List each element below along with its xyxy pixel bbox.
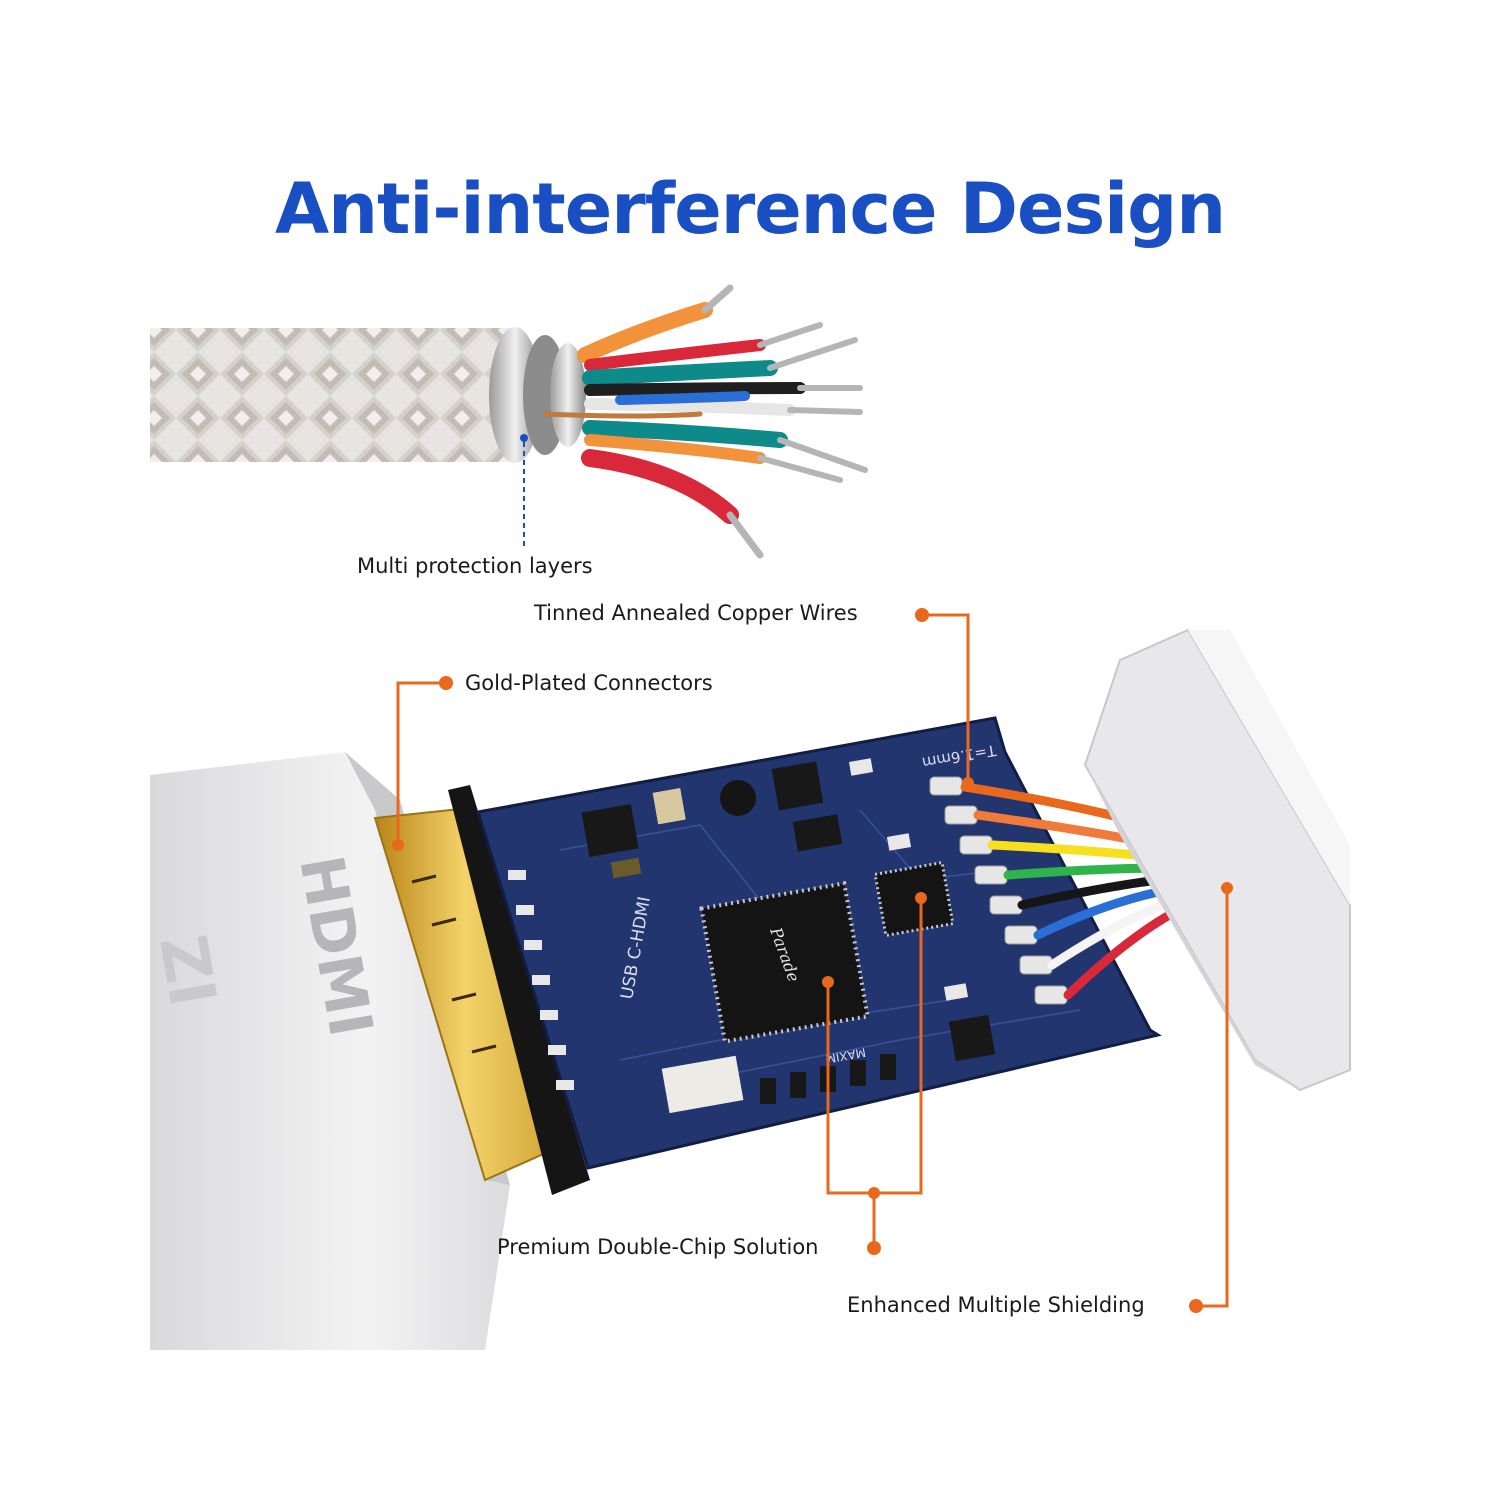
page-title: Anti-interference Design: [274, 168, 1226, 250]
case-brand-text: ZI: [144, 930, 229, 1012]
braided-cable: [150, 327, 586, 463]
callout-dots: [392, 608, 1233, 1313]
multi-protection-label: Multi protection layers: [357, 554, 593, 578]
end-cap: [1083, 628, 1351, 1092]
copper-wires-label: Tinned Annealed Copper Wires: [534, 601, 858, 625]
pcb-board: [476, 716, 1162, 1170]
gold-connectors-label: Gold-Plated Connectors: [465, 671, 713, 695]
chip-marking-text: MAXIM: [824, 1045, 867, 1066]
double-chip-label: Premium Double-Chip Solution: [497, 1235, 819, 1259]
hdmi-connector: [150, 752, 590, 1350]
shielding-label: Enhanced Multiple Shielding: [847, 1293, 1145, 1317]
cable-inner-wires: [542, 284, 868, 559]
